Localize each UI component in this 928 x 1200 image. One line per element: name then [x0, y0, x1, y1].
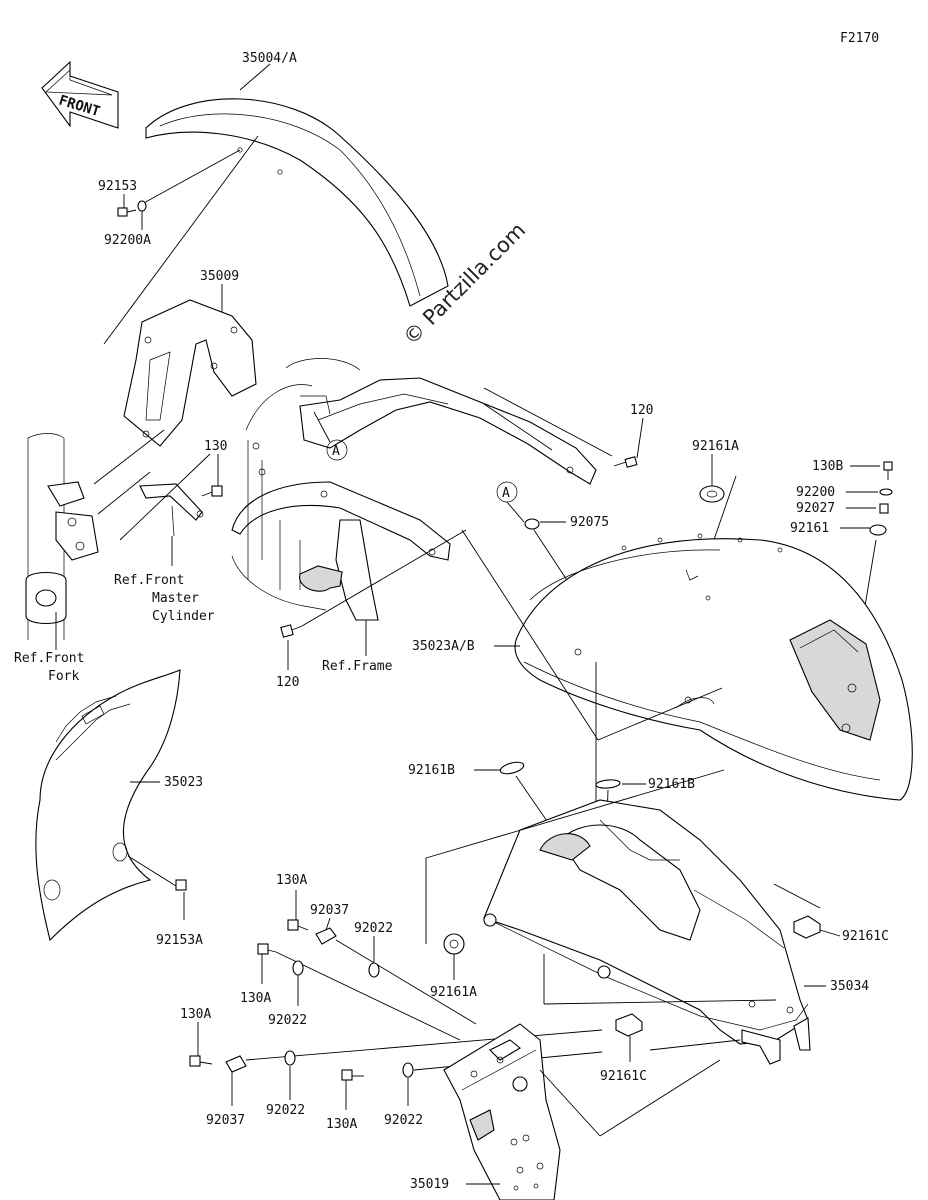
nut-icon	[315, 927, 337, 945]
washer-icon	[879, 488, 893, 496]
label-92161a-top: 92161A	[692, 439, 739, 454]
label-92161: 92161	[790, 521, 829, 536]
washer-icon	[137, 200, 147, 212]
label-92161a-bottom: 92161A	[430, 985, 477, 1000]
pad-icon	[595, 779, 621, 789]
bolt-icon	[613, 456, 638, 468]
label-92022-2: 92022	[268, 1013, 307, 1028]
washer-icon	[402, 1062, 414, 1078]
rear-fender	[514, 533, 913, 801]
grommet-icon	[699, 485, 725, 503]
label-92022-4: 92022	[384, 1113, 423, 1128]
front-fender-top	[145, 98, 449, 307]
label-92200a: 92200A	[104, 233, 151, 248]
fender-frame	[483, 799, 811, 1065]
ref-front-fork-line1: Ref.Front	[14, 651, 84, 666]
bolt-icon	[257, 943, 277, 955]
bolt-icon	[201, 485, 223, 497]
bolt-icon	[883, 461, 893, 480]
label-130a-3: 130A	[180, 1007, 211, 1022]
svg-text:A: A	[502, 486, 510, 501]
ref-frame-label: Ref.Frame	[322, 659, 393, 674]
bolt-icon	[287, 919, 309, 931]
label-35023ab: 35023A/B	[412, 639, 475, 654]
figure-code: F2170	[840, 31, 879, 46]
collar-icon	[225, 1055, 247, 1073]
clip-icon	[615, 1013, 643, 1037]
label-92037-2: 92037	[206, 1113, 245, 1128]
front-arrow-icon: FRONT	[41, 60, 119, 129]
bolt-icon	[175, 879, 187, 891]
label-92027: 92027	[796, 501, 835, 516]
license-bracket	[443, 1023, 561, 1200]
svg-text:A: A	[332, 444, 340, 459]
grommet-icon	[443, 933, 465, 955]
inner-fender	[35, 669, 181, 942]
label-92161b-left: 92161B	[408, 763, 455, 778]
bolt-icon	[280, 624, 303, 638]
label-120-top: 120	[630, 403, 653, 418]
label-35004a: 35004/A	[242, 51, 297, 66]
label-92022-3: 92022	[266, 1103, 305, 1118]
label-92200: 92200	[796, 485, 835, 500]
ref-master-cylinder-line1: Ref.Front	[114, 573, 184, 588]
washer-icon	[368, 962, 380, 978]
grommet-icon	[869, 524, 887, 536]
label-92153a: 92153A	[156, 933, 203, 948]
label-130a-1: 130A	[276, 873, 307, 888]
label-35023: 35023	[164, 775, 203, 790]
bolt-icon	[117, 207, 137, 217]
ref-master-cylinder-line2: Master	[152, 591, 199, 606]
ref-master-cylinder-line3: Cylinder	[152, 609, 215, 624]
label-92161c-right: 92161C	[842, 929, 889, 944]
callout-a-fender: A	[496, 481, 518, 503]
collar-icon	[879, 503, 889, 514]
pad-icon	[499, 761, 525, 775]
callout-a-frame: A	[326, 439, 348, 461]
washer-icon	[292, 960, 304, 976]
label-92037-1: 92037	[310, 903, 349, 918]
label-92075: 92075	[570, 515, 609, 530]
washer-icon	[284, 1050, 296, 1066]
fender-bracket	[123, 299, 257, 447]
rear-frame	[231, 358, 597, 621]
label-92161b-right: 92161B	[648, 777, 695, 792]
label-92153: 92153	[98, 179, 137, 194]
label-130b: 130B	[812, 459, 843, 474]
ref-front-fork-line2: Fork	[48, 669, 79, 684]
label-120-bottom: 120	[276, 675, 299, 690]
grommet-icon	[524, 518, 540, 530]
label-130a-2: 130A	[240, 991, 271, 1006]
label-92022-1: 92022	[354, 921, 393, 936]
front-fork	[25, 433, 99, 640]
label-35009: 35009	[200, 269, 239, 284]
label-92161c-bottom: 92161C	[600, 1069, 647, 1084]
master-cylinder-clamp	[139, 483, 204, 537]
label-35019: 35019	[410, 1177, 449, 1192]
clip-icon	[793, 915, 821, 939]
bolt-icon	[341, 1069, 364, 1081]
label-130-top: 130	[204, 439, 227, 454]
label-35034: 35034	[830, 979, 869, 994]
bolt-icon	[189, 1055, 213, 1067]
label-130a-4: 130A	[326, 1117, 357, 1132]
